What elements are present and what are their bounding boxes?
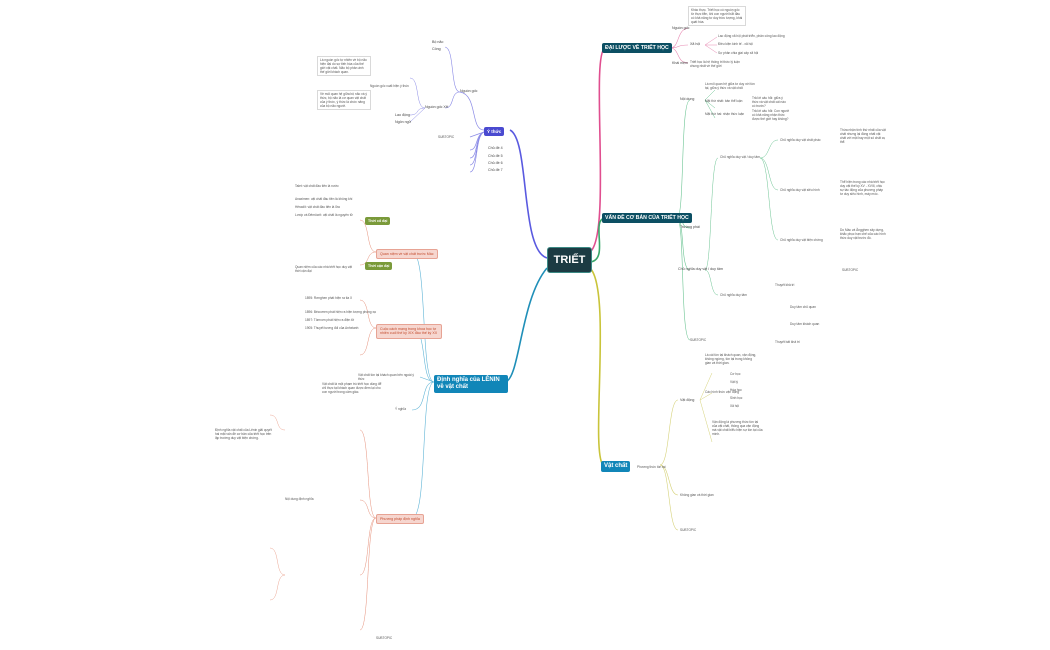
node-vc-hoa-hoc[interactable]: Hóa học <box>730 388 742 392</box>
node-dl-nguon-goc-desc: Khác thực. Triết học có nguồn gốc từ thự… <box>688 6 746 26</box>
node-vd-subtopic-2[interactable]: SUBTOPIC <box>690 338 707 342</box>
node-vc-co-hoc[interactable]: Cơ học <box>730 372 741 376</box>
node-vd-bien-chung[interactable]: Chủ nghĩa duy vật biện chứng <box>780 238 823 242</box>
node-vd-mat-2[interactable]: Mặt thứ hai: nhận thức luận <box>705 112 745 116</box>
node-vc-xa-hoi[interactable]: Xã hội <box>730 404 740 408</box>
node-dl-xa-hoi-3[interactable]: Sự phân chia giai cấp xã hội <box>718 51 759 55</box>
node-nd-dn[interactable]: Nội dung định nghĩa <box>285 497 314 501</box>
node-vd-dv-group[interactable]: Chủ nghĩa duy vật / duy tâm <box>720 155 760 159</box>
node-kt-4: Lơxíp và Đêmôcrít: vật chất là nguyên tử <box>295 213 353 217</box>
topic-thoi-co-dai[interactable]: Thời cổ đại <box>365 217 391 226</box>
node-vd-kha-tri[interactable]: Thuyết khả tri <box>775 283 795 287</box>
node-vd-duy-tam[interactable]: Chủ nghĩa duy tâm <box>720 293 747 297</box>
topic-dinh-nghia[interactable]: Định nghĩa của LÊNIN về vật chất <box>434 375 508 394</box>
node-y-nghia-desc: Định nghĩa vật chất của Lênin giải quyết… <box>215 428 272 440</box>
node-dl-xa-hoi[interactable]: Xã hội <box>690 42 701 46</box>
node-dn-desc: Vật chất tồn tại khách quan bên ngoài ý … <box>358 373 414 381</box>
node-subtopic-y-thuc[interactable]: SUBTOPIC <box>438 135 455 139</box>
node-y-nghia[interactable]: Ý nghĩa <box>395 407 406 411</box>
node-dl-khai-niem[interactable]: Khái niệm <box>672 61 688 65</box>
node-kt-2: Anaximen: vật chất đầu tiên là không khí <box>295 197 353 201</box>
node-vc-cac-hinh-thuc[interactable]: Các hình thức vận động <box>705 390 740 394</box>
node-subtopic-left[interactable]: SUBTOPIC <box>376 636 393 640</box>
node-vd-noi-dung-desc: Là mối quan hệ giữa tư duy với tồn tại, … <box>705 82 755 90</box>
node-vc-vat-ly[interactable]: Vật lý <box>730 380 738 384</box>
node-vd-mat-1[interactable]: Mặt thứ nhất: bản thể luận <box>705 99 743 103</box>
node-bo-nao[interactable]: Bộ não <box>432 40 444 44</box>
node-vd-sieu-hinh-desc: Thể hiện trong các nhà triết học duy vật… <box>840 180 885 196</box>
node-chu-de-4[interactable]: Chủ đề 4 <box>488 146 503 150</box>
node-vd-subtopic-1[interactable]: SUBTOPIC <box>842 268 859 272</box>
node-kt-1: Talet: vật chất đầu tiên là nước <box>295 184 339 188</box>
node-cm-1: 1895: Rơnghen phát hiện ra tia X <box>305 296 353 300</box>
node-vc-khong-gian[interactable]: Không gian và thời gian <box>680 493 714 497</box>
node-kt-3: Hêraclit: vật chất đầu tiên là lửa <box>295 205 340 209</box>
node-dl-nguon-goc[interactable]: Nguồn gốc <box>672 26 690 30</box>
node-nguon-goc-tu-nhien[interactable]: Nguồn gốc XH <box>425 105 449 109</box>
node-vc-vat-dong-desc: Là cái tồn tại khách quan, vận động, khô… <box>705 353 757 365</box>
topic-phuong-phap[interactable]: Phương pháp định nghĩa <box>376 514 424 525</box>
node-dl-xa-hoi-2[interactable]: Điều kiện kinh tế - xã hội <box>718 42 753 46</box>
topic-dai-luoc[interactable]: ĐẠI LƯỢC VỀ TRIẾT HỌC <box>602 43 672 54</box>
node-nguon-goc-xuat-hien[interactable]: Nguồn gốc xuất hiện ý thức <box>370 84 409 88</box>
node-chu-de-5[interactable]: Chủ đề 5 <box>488 154 503 158</box>
node-vc-vat-dong[interactable]: Vật động <box>680 398 695 402</box>
node-vd-sieu-hinh[interactable]: Chủ nghĩa duy vật siêu hình <box>780 188 820 192</box>
center-topic[interactable]: TRIẾT <box>547 247 592 273</box>
node-vd-mat-2-desc: Trả lời câu hỏi: Con người có khả năng n… <box>752 109 790 121</box>
node-vc-subtopic[interactable]: SUBTOPIC <box>680 528 697 532</box>
node-vd-noi-dung[interactable]: Nội dung <box>680 97 695 101</box>
node-vd-chu-nghia-duy-vat[interactable]: Chủ nghĩa duy vật / duy tâm <box>678 267 723 271</box>
node-dl-xa-hoi-1[interactable]: Lao động xã hội phát triển, phân công la… <box>718 34 785 38</box>
node-vd-chat-phac[interactable]: Chủ nghĩa duy vật chất phác <box>780 138 821 142</box>
node-ngon-ngu[interactable]: Ngôn ngữ <box>395 120 411 124</box>
node-vd-duy-tam-khach-quan[interactable]: Duy tâm khách quan <box>790 322 820 326</box>
topic-thoi-can-dai[interactable]: Thời cận đại <box>365 262 393 271</box>
node-vd-truong-phai[interactable]: Trường phái <box>680 225 700 229</box>
node-nguon-goc[interactable]: Nguồn gốc <box>460 89 478 93</box>
node-lao-dong[interactable]: Lao động <box>395 113 410 117</box>
node-dl-khai-niem-desc: Triết học là hệ thống tri thức lý luận c… <box>690 60 740 68</box>
topic-y-thuc[interactable]: Ý thức <box>484 127 505 137</box>
topic-vat-chat[interactable]: Vật chất <box>601 461 631 473</box>
node-vc-sinh-hoc[interactable]: Sinh học <box>730 396 743 400</box>
node-vd-bien-chung-desc: Do Mác và Ăngghen xây dựng, khắc phục hạ… <box>840 228 886 240</box>
node-cm-2: 1896: Béccơren phát hiện ra hiện tượng p… <box>305 310 376 314</box>
node-vd-chat-phac-desc: Thừa nhận tính thứ nhất của vật chất như… <box>840 128 886 144</box>
topic-cach-mang[interactable]: Cuộc cách mạng trong khoa học tự nhiên c… <box>376 324 442 339</box>
node-dn-noi-dung[interactable]: Vật chất là một phạm trù triết học dùng … <box>322 382 382 394</box>
node-vd-duy-tam-chu-quan[interactable]: Duy tâm chủ quan <box>790 305 816 309</box>
node-desc2: Về mối quan hệ giữa bộ não và ý thức, bộ… <box>317 90 371 110</box>
topic-van-de-co-ban[interactable]: VẤN ĐỀ CƠ BẢN CỦA TRIẾT HỌC <box>602 213 692 224</box>
node-kt-5: Quan niệm của các nhà triết học duy vật … <box>295 265 353 273</box>
node-chu-de-6[interactable]: Chủ đề 6 <box>488 161 503 165</box>
node-chu-de-7[interactable]: Chủ đề 7 <box>488 168 503 172</box>
node-cm-3: 1897: Tômxơn phát hiện ra điện tử <box>305 318 355 322</box>
node-cong[interactable]: Công <box>432 47 441 51</box>
topic-quan-niem[interactable]: Quan niệm về vật chất trước Mác <box>376 249 438 260</box>
node-vc-phuong-thuc[interactable]: Phương thức tồn tại <box>637 465 666 469</box>
node-vd-bat-kha-tri[interactable]: Thuyết bất khả tri <box>775 340 800 344</box>
node-vd-mat-1-desc: Trả lời câu hỏi: giữa ý thức và vật chất… <box>752 96 786 108</box>
node-desc1: Là nguồn gốc tự nhiên về bộ não hiện đại… <box>317 56 371 76</box>
node-vc-desc-vd: Vận động là phương thức tồn tại của vật … <box>712 420 763 436</box>
node-cm-4: 1905: Thuyết tương đối của Anhxtanh <box>305 326 359 330</box>
